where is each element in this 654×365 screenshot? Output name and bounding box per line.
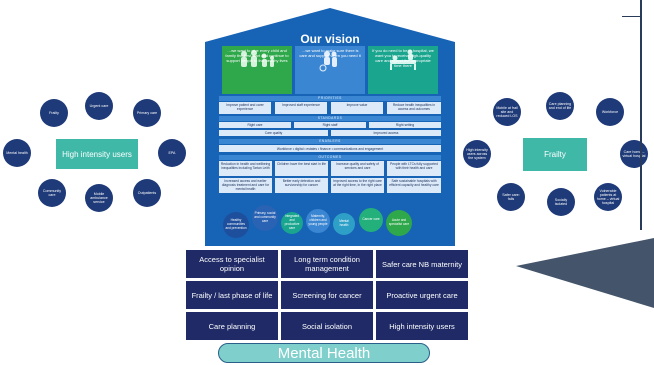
- standard-cell: Right staff: [294, 122, 366, 128]
- outcome-cell: Children have the best start in life: [275, 161, 328, 176]
- hospital-illustration: [390, 49, 416, 70]
- priority-cell: Improved staff experience: [275, 102, 327, 114]
- grid-cell: Access to specialist opinion: [186, 250, 278, 278]
- grid-cell: Social isolation: [281, 312, 373, 340]
- enablers-label: ENABLERS: [219, 139, 441, 144]
- standard-cell: Right care: [219, 122, 291, 128]
- outcome-cell: Increased access and earlier diagnosis t…: [219, 178, 272, 193]
- grid-cell: Proactive urgent care: [376, 281, 468, 309]
- grid-cell: Screening for cancer: [281, 281, 373, 309]
- gear-icon: Cancer care: [359, 208, 383, 232]
- grid-cell: Long term condition management: [281, 250, 373, 278]
- standard-cell: Improved access: [331, 130, 441, 136]
- outcome-cell: Better early detection and survivorship …: [275, 178, 328, 193]
- frame-edge: [640, 0, 642, 230]
- enabler-cell: Workforce • digital • estates • finance …: [219, 145, 441, 152]
- bubble-vulnerable-patients: Vulnerable patients at home – virtual ho…: [594, 183, 622, 211]
- vision-title: Our vision: [300, 32, 360, 46]
- bubble-mobile-frail-site: Mobile at frail site and reduced LOS: [493, 98, 521, 126]
- standard-cell: Right setting: [369, 122, 441, 128]
- outcome-cell: Reduction in health and wellbeing inequa…: [219, 161, 272, 176]
- bubble-care-planning: Care planning and end of life: [546, 92, 574, 120]
- bubble-workforce: Workforce: [596, 98, 624, 126]
- vision-house: Our vision …we want to give every child …: [205, 8, 455, 246]
- bubble-primary-care: Primary care: [133, 99, 161, 127]
- bubble-socially-isolated: Socially isolated: [547, 188, 575, 216]
- grid-cell: High intensity users: [376, 312, 468, 340]
- outcome-cell: Improved access to the right care at the…: [331, 178, 384, 193]
- bubble-outpatients: Outpatients: [133, 179, 161, 207]
- priority-cell: Improve patient and carer experience: [219, 102, 271, 114]
- outcome-cell: Increase quality and safety of services …: [331, 161, 384, 176]
- gear-icon: Maternity, children and young people: [306, 209, 330, 233]
- outcome-cell: Safe sustainable hospitals with efficien…: [387, 178, 441, 193]
- grid-cell: Care planning: [186, 312, 278, 340]
- gear-icon: Acute and specialist care: [386, 210, 412, 236]
- left-diagram: Frailty Urgent care Primary care Mental …: [0, 88, 190, 213]
- vision-box-1: …we want to give every child and family …: [222, 46, 292, 94]
- vision-box-3: If you do need to be in hospital, we wan…: [368, 46, 438, 94]
- outcomes-label: OUTCOMES: [219, 155, 441, 160]
- callout-pointer: [516, 238, 654, 308]
- gear-icon: Primary, social and community care: [252, 205, 278, 231]
- vision-box-2: …we want to make sure there is care and …: [295, 46, 365, 94]
- bubble-urgent-care: Urgent care: [85, 92, 113, 120]
- priority-cell: Improve value: [331, 102, 383, 114]
- grid-cell: Safer care NB maternity: [376, 250, 468, 278]
- mental-health-banner: Mental Health: [218, 343, 430, 363]
- bubble-epa: EPA: [158, 139, 186, 167]
- priorities-label: PRIORITIES: [219, 96, 441, 101]
- bubble-safer-care-falls: Safer care: falls: [497, 183, 525, 211]
- bubble-high-intensity-users: High intensity users across the system: [463, 140, 491, 168]
- care-illustration: [319, 51, 337, 72]
- outcome-cell: People with LTCs fully supported with th…: [387, 161, 441, 176]
- bubble-mobile-ambulance: Mobile ambulance service: [85, 184, 113, 212]
- left-center-box: High intensity users: [56, 139, 138, 169]
- right-center-box: Frailty: [523, 138, 587, 171]
- gear-icon: Mental health: [333, 213, 355, 235]
- gear-icon: Integrated and productive care: [281, 212, 303, 234]
- bubble-frailty: Frailty: [40, 99, 68, 127]
- gear-icon: Healthy communities and prevention: [223, 212, 249, 238]
- priority-cell: Reduce health inequalities in access and…: [387, 102, 441, 114]
- standards-label: STANDARDS: [219, 116, 441, 121]
- bubble-community-care: Community care: [38, 179, 66, 207]
- bubble-mental-health: Mental health: [3, 139, 31, 167]
- bubble-care-home: Care home – virtual hospital: [620, 140, 648, 168]
- family-illustration: [241, 50, 274, 67]
- right-diagram: Mobile at frail site and reduced LOS Car…: [455, 88, 654, 228]
- standard-cell: Care quality: [219, 130, 328, 136]
- grid-cell: Frailty / last phase of life: [186, 281, 278, 309]
- frame-top: [622, 16, 642, 17]
